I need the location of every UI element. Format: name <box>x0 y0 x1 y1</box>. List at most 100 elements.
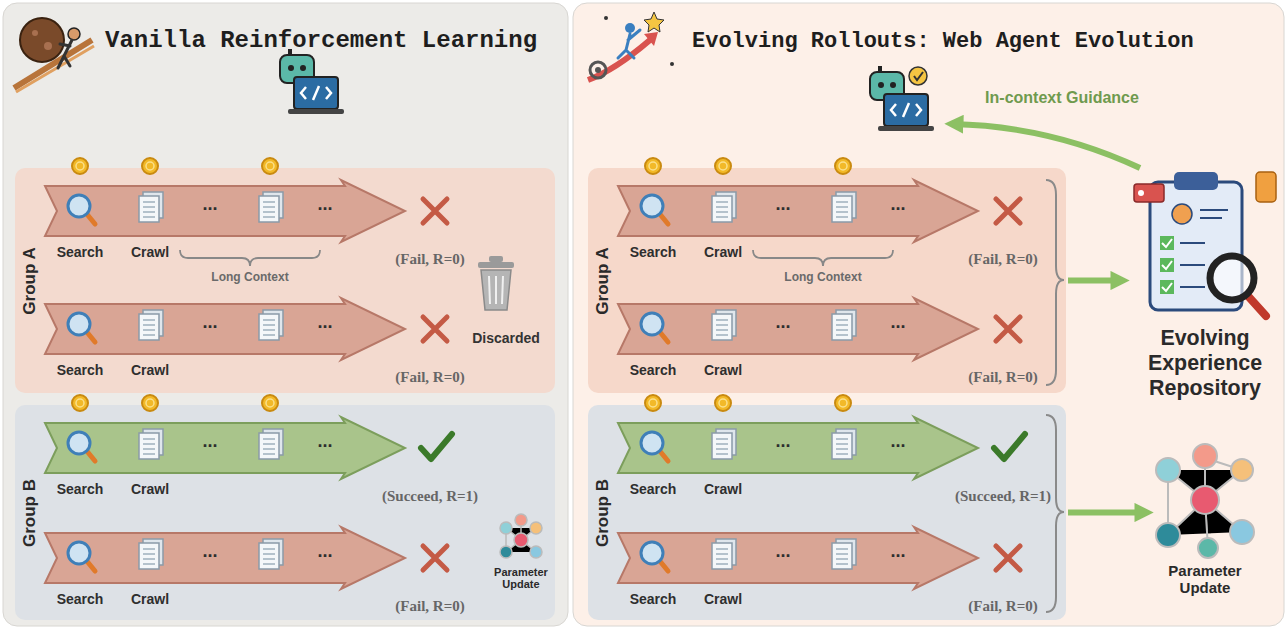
coin-icons <box>142 395 158 411</box>
node-caption: Parameter Update <box>1152 562 1258 596</box>
panel: SearchCrawl......SearchCrawl......Group … <box>3 3 568 626</box>
coin-inner <box>146 399 154 407</box>
coin-icons <box>715 158 731 174</box>
step-label: Search <box>630 481 677 497</box>
group-ground <box>15 405 555 620</box>
context-brace <box>180 250 893 266</box>
outcome-label: (Succeed, R=1) <box>952 488 1054 505</box>
context-brace <box>180 250 320 266</box>
panel: SearchCrawl......SearchCrawl......Group … <box>573 3 1284 626</box>
coin-icons <box>835 395 851 411</box>
step-label: Crawl <box>131 591 169 607</box>
search-icon <box>68 195 95 224</box>
climber-icon <box>644 32 658 46</box>
robot-icon <box>909 67 927 85</box>
document-icon <box>139 539 163 569</box>
robot-icon <box>280 49 344 114</box>
repository-icon <box>1180 243 1205 287</box>
step-label: ... <box>890 541 905 562</box>
panel-ground <box>573 3 1284 626</box>
panel-ground <box>3 3 568 626</box>
repository-icon <box>1134 184 1164 202</box>
group-label: Group A <box>20 247 40 314</box>
group-bracket <box>1046 180 1064 612</box>
coin-inner <box>719 162 727 170</box>
trajectory-arrow <box>618 298 978 360</box>
step-label: Crawl <box>704 244 742 260</box>
sisyphus-icon <box>44 42 52 50</box>
network-icon <box>514 533 528 547</box>
fail-cross <box>423 199 1020 570</box>
step-label: Crawl <box>704 481 742 497</box>
document-icon <box>139 310 163 340</box>
context-note: Long Context <box>208 270 291 284</box>
step-label: Crawl <box>131 362 169 378</box>
repository-icon <box>1172 204 1192 224</box>
repository-icon <box>1134 172 1276 316</box>
outcome-label: (Fail, R=0) <box>965 369 1040 386</box>
robot-icon <box>288 65 294 71</box>
robot-icon <box>878 126 934 131</box>
step-label: Search <box>57 244 104 260</box>
robot-icon <box>301 86 331 100</box>
network-icon <box>1230 520 1254 544</box>
document-icon <box>259 429 283 459</box>
icon-node: Parameter Update <box>1152 440 1258 610</box>
sisyphus-icon <box>14 18 94 92</box>
outcome-label: (Fail, R=0) <box>392 251 467 268</box>
network-icon <box>1156 523 1180 547</box>
group-label: Group B <box>593 479 613 547</box>
group-band: SearchCrawl......SearchCrawl......Group … <box>588 405 1066 620</box>
repository-icon <box>1174 172 1218 190</box>
coin-inner <box>649 399 657 407</box>
node-caption: Parameter Update <box>488 566 554 590</box>
step-label: ... <box>775 194 790 215</box>
network-icon <box>1231 459 1253 481</box>
outcome-label: (Fail, R=0) <box>965 598 1040 615</box>
document-icon <box>139 429 163 459</box>
icon-node: Evolving Experience Repository <box>1128 160 1282 405</box>
trash-can <box>478 256 514 310</box>
network-icon <box>1198 538 1218 558</box>
trajectory-arrow: SearchCrawl...... <box>45 298 405 390</box>
robot-icon <box>294 77 338 109</box>
repository-icon <box>1162 239 1172 291</box>
climber-icon <box>590 62 606 78</box>
step-label: Crawl <box>704 362 742 378</box>
coin-icons <box>835 158 851 174</box>
sisyphus-icon <box>58 40 72 68</box>
fail-cross <box>996 317 1020 341</box>
climber-icon <box>588 12 674 80</box>
network-icon <box>1156 458 1180 482</box>
trajectory-arrow: SearchCrawl...... <box>618 180 978 272</box>
group-ground <box>588 405 1066 620</box>
step-label: ... <box>890 312 905 333</box>
coin-icons <box>142 158 158 174</box>
repository-icon <box>1248 296 1266 316</box>
success-check <box>421 434 452 459</box>
robot-icon <box>914 72 923 80</box>
trash-can <box>481 270 511 310</box>
document-icon <box>832 192 856 222</box>
climber-icon <box>604 16 608 20</box>
search-icon <box>68 542 95 571</box>
step-label: ... <box>317 431 332 452</box>
climber-icon <box>618 30 640 58</box>
repository-icon <box>1256 172 1276 202</box>
group-bracket <box>1046 180 1064 385</box>
coin-inner <box>839 399 847 407</box>
coin-inner <box>146 162 154 170</box>
coin-inner <box>76 162 84 170</box>
climber-icon <box>595 67 601 73</box>
search-icon <box>68 432 95 461</box>
step-label: ... <box>775 541 790 562</box>
node-caption: Evolving Experience Repository <box>1128 326 1282 401</box>
coin-icons <box>262 395 278 411</box>
step-label: ... <box>775 312 790 333</box>
robot-icon <box>878 82 884 88</box>
step-label: ... <box>202 431 217 452</box>
trash-can <box>489 256 503 262</box>
group-ground <box>15 168 555 393</box>
search-icon <box>641 542 668 571</box>
coin-inner <box>76 399 84 407</box>
